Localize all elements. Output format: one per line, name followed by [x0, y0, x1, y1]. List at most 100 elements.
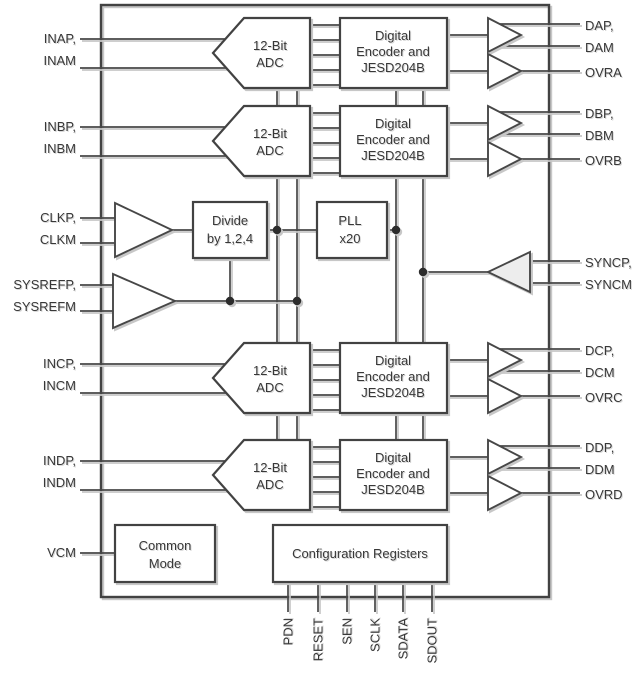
- channel-b-wires: [80, 111, 580, 174]
- pin-label-ovrd: OVRD: [585, 487, 623, 502]
- channel-a-wires: [80, 23, 580, 86]
- pin-label-indm: INDM: [43, 475, 76, 490]
- pin-label-syncm: SYNCM: [585, 277, 632, 292]
- bottom-pin-labels: PDN RESET SEN SCLK SDATA SDOUT: [281, 618, 440, 664]
- adc-d-label-1: 12-Bit: [253, 460, 287, 475]
- pin-label-sysrefp: SYSREFP,: [13, 277, 76, 292]
- adc-b-block: [211, 104, 312, 178]
- encoder-c-block: [338, 341, 449, 415]
- pin-label-pdn: PDN: [281, 618, 296, 645]
- pin-label-inap: INAP,: [44, 31, 76, 46]
- config-registers-label: Configuration Registers: [292, 546, 428, 561]
- channel-d-wires: [80, 445, 580, 508]
- junction-dots: [225, 225, 428, 306]
- pin-label-inbm: INBM: [44, 141, 77, 156]
- common-mode-label-1: Common: [139, 538, 192, 553]
- pin-label-dam: DAM: [585, 40, 614, 55]
- buffers: [112, 16, 531, 512]
- adc-d-label-2: ADC: [256, 477, 283, 492]
- buffer-d-data-icon: [487, 438, 524, 476]
- adc-c-label-2: ADC: [256, 380, 283, 395]
- divided-clock-junction: [272, 225, 282, 235]
- buffer-b-data-icon: [487, 104, 524, 142]
- encoder-a-label-2: Encoder and: [356, 44, 430, 59]
- encoder-c-label-3: JESD204B: [361, 385, 425, 400]
- pin-label-reset: RESET: [311, 618, 326, 661]
- pin-label-dcm: DCM: [585, 365, 615, 380]
- encoder-b-block: [338, 104, 449, 178]
- buffer-a-ovr-icon: [487, 52, 524, 90]
- buffer-c-data-icon: [487, 341, 524, 379]
- encoder-b-label-3: JESD204B: [361, 148, 425, 163]
- pll-label-2: x20: [340, 231, 361, 246]
- adc-c-label-1: 12-Bit: [253, 363, 287, 378]
- pin-label-syncp: SYNCP,: [585, 255, 632, 270]
- pin-label-sclk: SCLK: [368, 618, 383, 652]
- pll-clock-junction: [391, 225, 401, 235]
- buffer-a-data-icon: [487, 16, 524, 54]
- channel-c-wires: [80, 348, 580, 411]
- encoder-a-block: [338, 16, 449, 90]
- blocks: [113, 16, 449, 584]
- pin-label-inam: INAM: [44, 53, 77, 68]
- adc-b-label-1: 12-Bit: [253, 126, 287, 141]
- pin-label-dcp: DCP,: [585, 343, 614, 358]
- pin-label-ovra: OVRA: [585, 65, 622, 80]
- divider-block: [191, 200, 269, 260]
- encoder-d-label-2: Encoder and: [356, 466, 430, 481]
- adc-d-block: [211, 438, 312, 512]
- encoder-d-label-1: Digital: [375, 450, 411, 465]
- pin-label-sysrefm: SYSREFM: [13, 299, 76, 314]
- divider-sysref-junction: [225, 296, 235, 306]
- divider-label-2: by 1,2,4: [207, 231, 253, 246]
- pin-label-dbp: DBP,: [585, 106, 614, 121]
- common-mode-block: [113, 523, 217, 584]
- sysref-buffer-icon: [112, 272, 178, 330]
- right-pin-labels: DAP, DAM OVRA DBP, DBM OVRB SYNCP, SYNCM…: [585, 18, 632, 502]
- pin-label-indp: INDP,: [43, 453, 76, 468]
- adc-a-label-2: ADC: [256, 55, 283, 70]
- encoder-a-label-3: JESD204B: [361, 60, 425, 75]
- adc-b-label-2: ADC: [256, 143, 283, 158]
- adc-c-block: [211, 341, 312, 415]
- pin-label-inbp: INBP,: [44, 119, 76, 134]
- pin-label-ddp: DDP,: [585, 440, 614, 455]
- encoder-a-label-1: Digital: [375, 28, 411, 43]
- buffer-b-ovr-icon: [487, 140, 524, 178]
- pin-label-vcm: VCM: [47, 545, 76, 560]
- sync-junction: [418, 267, 428, 277]
- pll-label-1: PLL: [338, 213, 361, 228]
- encoder-b-label-1: Digital: [375, 116, 411, 131]
- pin-label-incm: INCM: [43, 378, 76, 393]
- config-registers-block: [271, 523, 449, 584]
- pin-label-ovrc: OVRC: [585, 390, 623, 405]
- pin-label-ovrb: OVRB: [585, 153, 622, 168]
- adc-a-block: [211, 16, 312, 90]
- block-labels: 12-Bit ADC Digital Encoder and JESD204B …: [139, 28, 430, 571]
- sysref-junction: [292, 296, 302, 306]
- pin-label-sen: SEN: [340, 618, 355, 645]
- encoder-c-label-1: Digital: [375, 353, 411, 368]
- pin-label-sdata: SDATA: [396, 618, 411, 660]
- pin-label-dap: DAP,: [585, 18, 614, 33]
- device-outline: [99, 3, 551, 599]
- pin-label-clkm: CLKM: [40, 232, 76, 247]
- buffer-d-ovr-icon: [487, 474, 524, 512]
- sync-buffer-icon: [485, 250, 531, 294]
- pin-label-dbm: DBM: [585, 128, 614, 143]
- bottom-wires: [80, 552, 433, 612]
- buffer-c-ovr-icon: [487, 377, 524, 415]
- pll-block: [315, 200, 389, 260]
- pin-label-clkp: CLKP,: [40, 210, 76, 225]
- encoder-b-label-2: Encoder and: [356, 132, 430, 147]
- divider-label-1: Divide: [212, 213, 248, 228]
- pin-label-incp: INCP,: [43, 356, 76, 371]
- encoder-d-label-3: JESD204B: [361, 482, 425, 497]
- clock-buffer-icon: [114, 201, 175, 259]
- pin-label-sdout: SDOUT: [425, 618, 440, 664]
- common-mode-label-2: Mode: [149, 556, 182, 571]
- adc-a-label-1: 12-Bit: [253, 38, 287, 53]
- pin-label-ddm: DDM: [585, 462, 615, 477]
